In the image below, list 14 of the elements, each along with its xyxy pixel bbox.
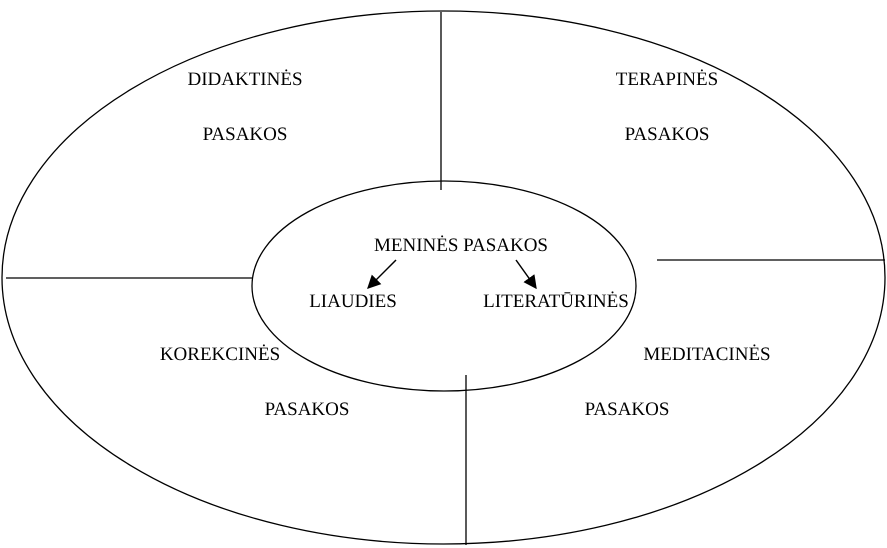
quadrant-label: DIDAKTINĖS	[187, 68, 303, 92]
arrow	[515, 260, 537, 290]
node-text: LIAUDIES	[305, 289, 401, 315]
quadrant-label: MEDITACINĖS	[643, 343, 771, 367]
quadrant-label: PASAKOS	[584, 398, 670, 422]
node-text: MENINĖS PASAKOS	[335, 233, 587, 259]
ellipse-shape	[1, 10, 886, 545]
quadrant-label: TERAPINĖS	[616, 68, 718, 92]
quadrant-label: PASAKOS	[264, 398, 350, 422]
quadrant-label: PASAKOS	[202, 123, 288, 147]
arrow	[367, 259, 397, 289]
quadrant-label: PASAKOS	[624, 123, 710, 147]
quadrant-label: KOREKCINĖS	[160, 343, 280, 367]
node-text: LITERATŪRINĖS	[470, 289, 642, 315]
